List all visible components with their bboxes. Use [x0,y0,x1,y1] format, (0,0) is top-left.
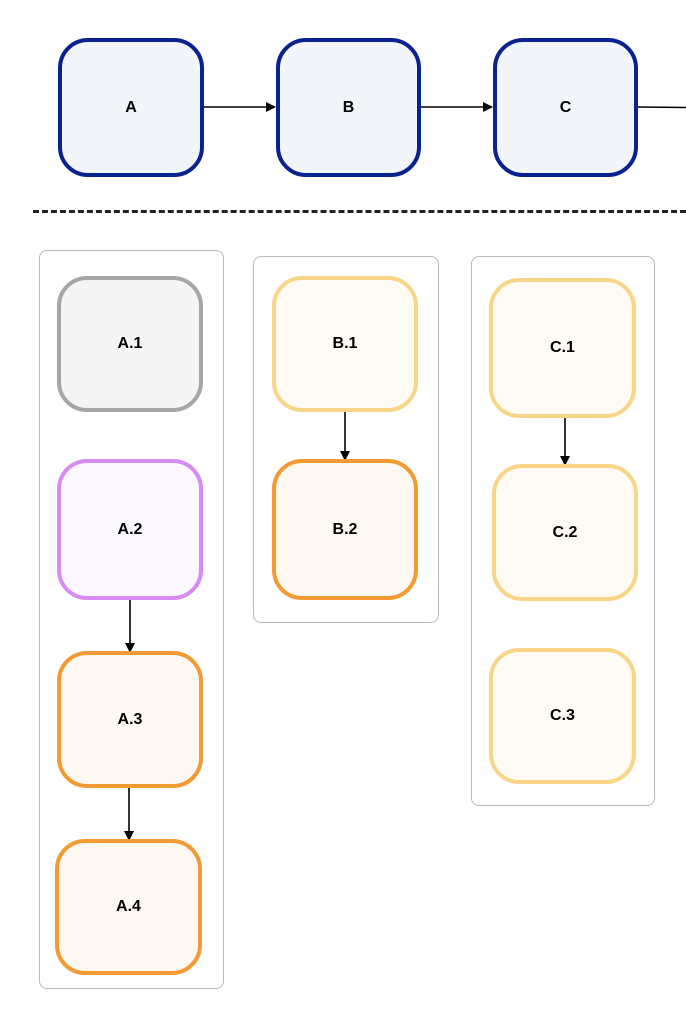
node-c2: C.2 [492,464,638,601]
group-a [39,250,224,989]
node-a2: A.2 [57,459,203,600]
node-a4: A.4 [55,839,202,975]
node-b: B [276,38,421,177]
node-c1: C.1 [489,278,636,418]
node-b2: B.2 [272,459,418,600]
node-c3: C.3 [489,648,636,784]
group-b [253,256,439,623]
edge-c-outgoing [637,106,686,109]
node-a3: A.3 [57,651,203,788]
group-c [471,256,655,806]
node-b1: B.1 [272,276,418,412]
section-divider [33,210,686,213]
node-a1: A.1 [57,276,203,412]
node-a: A [58,38,204,177]
node-c: C [493,38,638,177]
